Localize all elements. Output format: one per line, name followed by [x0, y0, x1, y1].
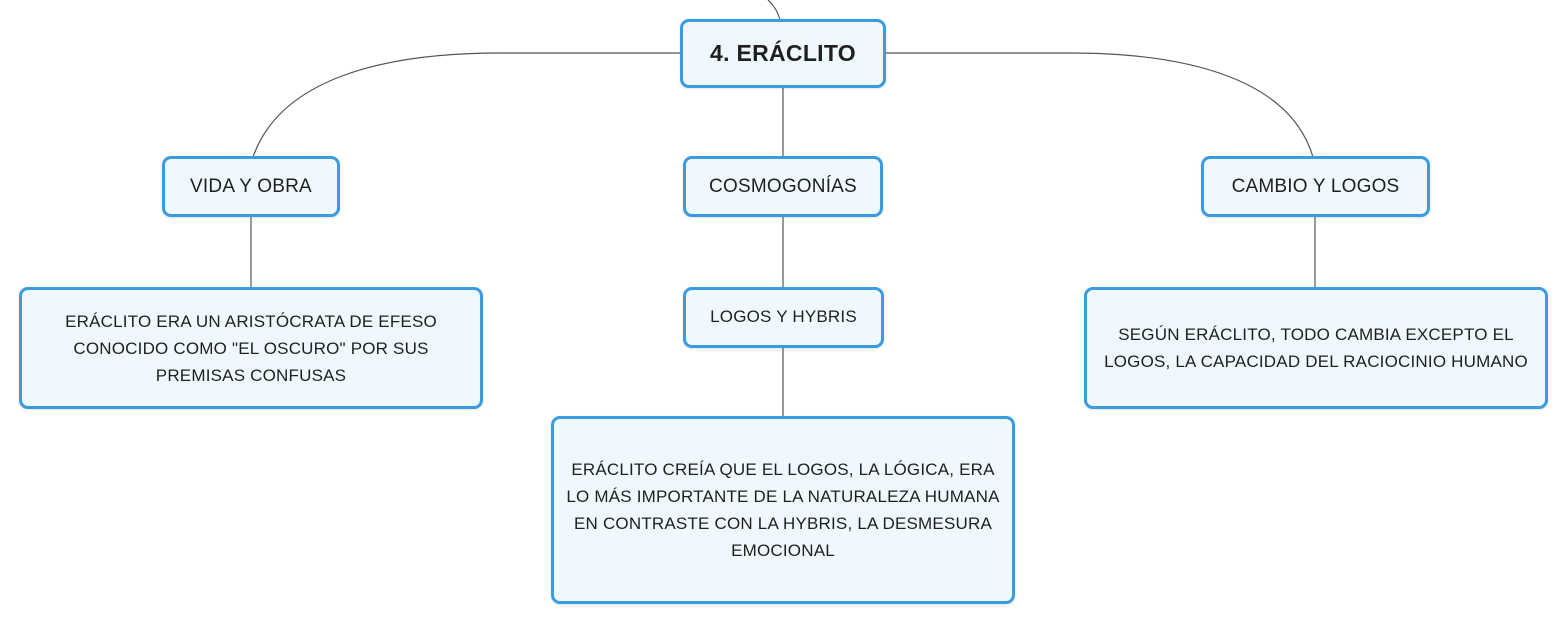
topic-node-label: COSMOGONÍAS: [709, 175, 857, 197]
detail-node-label: ERÁCLITO CREÍA QUE EL LOGOS, LA LÓGICA, …: [566, 460, 1000, 560]
connector-from-parent: [767, 0, 781, 21]
connector-root-to-cambio-y-logos: [885, 52, 1314, 158]
subtopic-node-logos-y-hybris[interactable]: LOGOS Y HYBRIS: [683, 287, 884, 348]
subtopic-node-label: LOGOS Y HYBRIS: [710, 307, 857, 327]
root-node[interactable]: 4. ERÁCLITO: [680, 19, 886, 88]
detail-node-label: SEGÚN ERÁCLITO, TODO CAMBIA EXCEPTO EL L…: [1104, 325, 1528, 371]
topic-node-label: CAMBIO Y LOGOS: [1231, 175, 1400, 197]
root-node-label: 4. ERÁCLITO: [709, 39, 856, 66]
topic-node-cambio-y-logos[interactable]: CAMBIO Y LOGOS: [1201, 156, 1430, 217]
detail-node-vida-y-obra[interactable]: ERÁCLITO ERA UN ARISTÓCRATA DE EFESO CON…: [19, 287, 483, 409]
topic-node-vida-y-obra[interactable]: VIDA Y OBRA: [162, 156, 340, 217]
detail-node-label: ERÁCLITO ERA UN ARISTÓCRATA DE EFESO CON…: [65, 311, 437, 385]
detail-node-cambio-y-logos[interactable]: SEGÚN ERÁCLITO, TODO CAMBIA EXCEPTO EL L…: [1084, 287, 1548, 409]
detail-node-logos-y-hybris[interactable]: ERÁCLITO CREÍA QUE EL LOGOS, LA LÓGICA, …: [551, 416, 1015, 604]
connector-root-to-vida-y-obra: [252, 52, 681, 158]
topic-node-cosmogonias[interactable]: COSMOGONÍAS: [683, 156, 883, 217]
topic-node-label: VIDA Y OBRA: [190, 175, 312, 197]
